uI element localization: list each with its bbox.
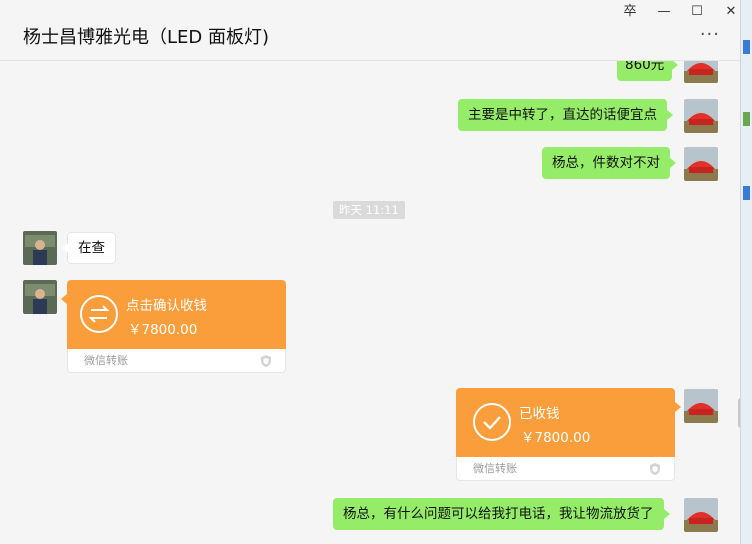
transfer-card-received[interactable]: 已收钱 ￥7800.00 微信转账: [456, 388, 681, 481]
yurt-avatar-icon: [684, 498, 718, 532]
transfer-card-pending[interactable]: 点击确认收钱 ￥7800.00 微信转账: [61, 280, 286, 373]
transfer-card-body: 点击确认收钱 ￥7800.00: [67, 280, 286, 349]
shield-icon: [261, 355, 271, 367]
maximize-button[interactable]: ☐: [691, 4, 703, 19]
pin-button[interactable]: 卒: [623, 4, 637, 19]
transfer-footer-label: 微信转账: [473, 462, 517, 475]
transfer-footer-label: 微信转账: [84, 354, 128, 367]
message-bubble-mine[interactable]: 杨总，有什么问题可以给我打电话，我让物流放货了: [333, 498, 669, 530]
my-avatar[interactable]: [684, 147, 718, 181]
message-text: 860元: [625, 61, 665, 73]
message-bubble-contact[interactable]: 在查: [62, 232, 116, 264]
transfer-card-footer: 微信转账: [67, 349, 286, 373]
message-text: 在查: [78, 240, 105, 256]
edge-marker: [743, 186, 750, 200]
message-bubble-mine[interactable]: 主要是中转了，直达的话便宜点: [458, 99, 673, 131]
message-text: 主要是中转了，直达的话便宜点: [468, 107, 657, 123]
chat-title: 杨士昌博雅光电（LED 面板灯): [23, 27, 270, 48]
shield-icon: [650, 463, 660, 475]
my-avatar[interactable]: [684, 61, 718, 83]
message-timestamp: 昨天 11:11: [333, 201, 405, 219]
contact-photo-icon: [23, 280, 57, 314]
check-icon: [473, 403, 511, 441]
transfer-title: 点击确认收钱: [126, 298, 207, 314]
my-avatar[interactable]: [684, 389, 718, 423]
minimize-button[interactable]: —: [657, 4, 671, 19]
edge-marker: [743, 112, 750, 126]
transfer-amount: ￥7800.00: [128, 322, 198, 338]
yurt-avatar-icon: [684, 99, 718, 133]
transfer-arrows-icon: [80, 295, 118, 333]
my-avatar[interactable]: [684, 498, 718, 532]
chat-scrollbar[interactable]: [738, 398, 740, 428]
transfer-card-footer: 微信转账: [456, 457, 675, 481]
message-text: 杨总，有什么问题可以给我打电话，我让物流放货了: [343, 506, 654, 522]
contact-avatar[interactable]: [23, 231, 57, 265]
contact-photo-icon: [23, 231, 57, 265]
transfer-amount: ￥7800.00: [521, 430, 591, 446]
background-window-edge: [740, 0, 752, 544]
chat-messages[interactable]: 860元 主要是中转了，直达的话便宜点 杨总，件数对不对 昨天: [0, 61, 740, 544]
message-bubble-mine[interactable]: 860元: [617, 61, 679, 81]
yurt-avatar-icon: [684, 61, 718, 83]
message-text: 杨总，件数对不对: [552, 155, 660, 171]
yurt-avatar-icon: [684, 147, 718, 181]
close-button[interactable]: ✕: [725, 4, 737, 19]
contact-avatar[interactable]: [23, 280, 57, 314]
transfer-card-body: 已收钱 ￥7800.00: [456, 388, 675, 457]
yurt-avatar-icon: [684, 389, 718, 423]
edge-marker: [743, 40, 750, 54]
message-bubble-mine[interactable]: 杨总，件数对不对: [542, 147, 676, 179]
transfer-title: 已收钱: [519, 406, 560, 422]
more-options-button[interactable]: ···: [699, 24, 720, 45]
my-avatar[interactable]: [684, 99, 718, 133]
title-bar: 杨士昌博雅光电（LED 面板灯) 卒 — ☐ ✕ ···: [0, 0, 740, 61]
